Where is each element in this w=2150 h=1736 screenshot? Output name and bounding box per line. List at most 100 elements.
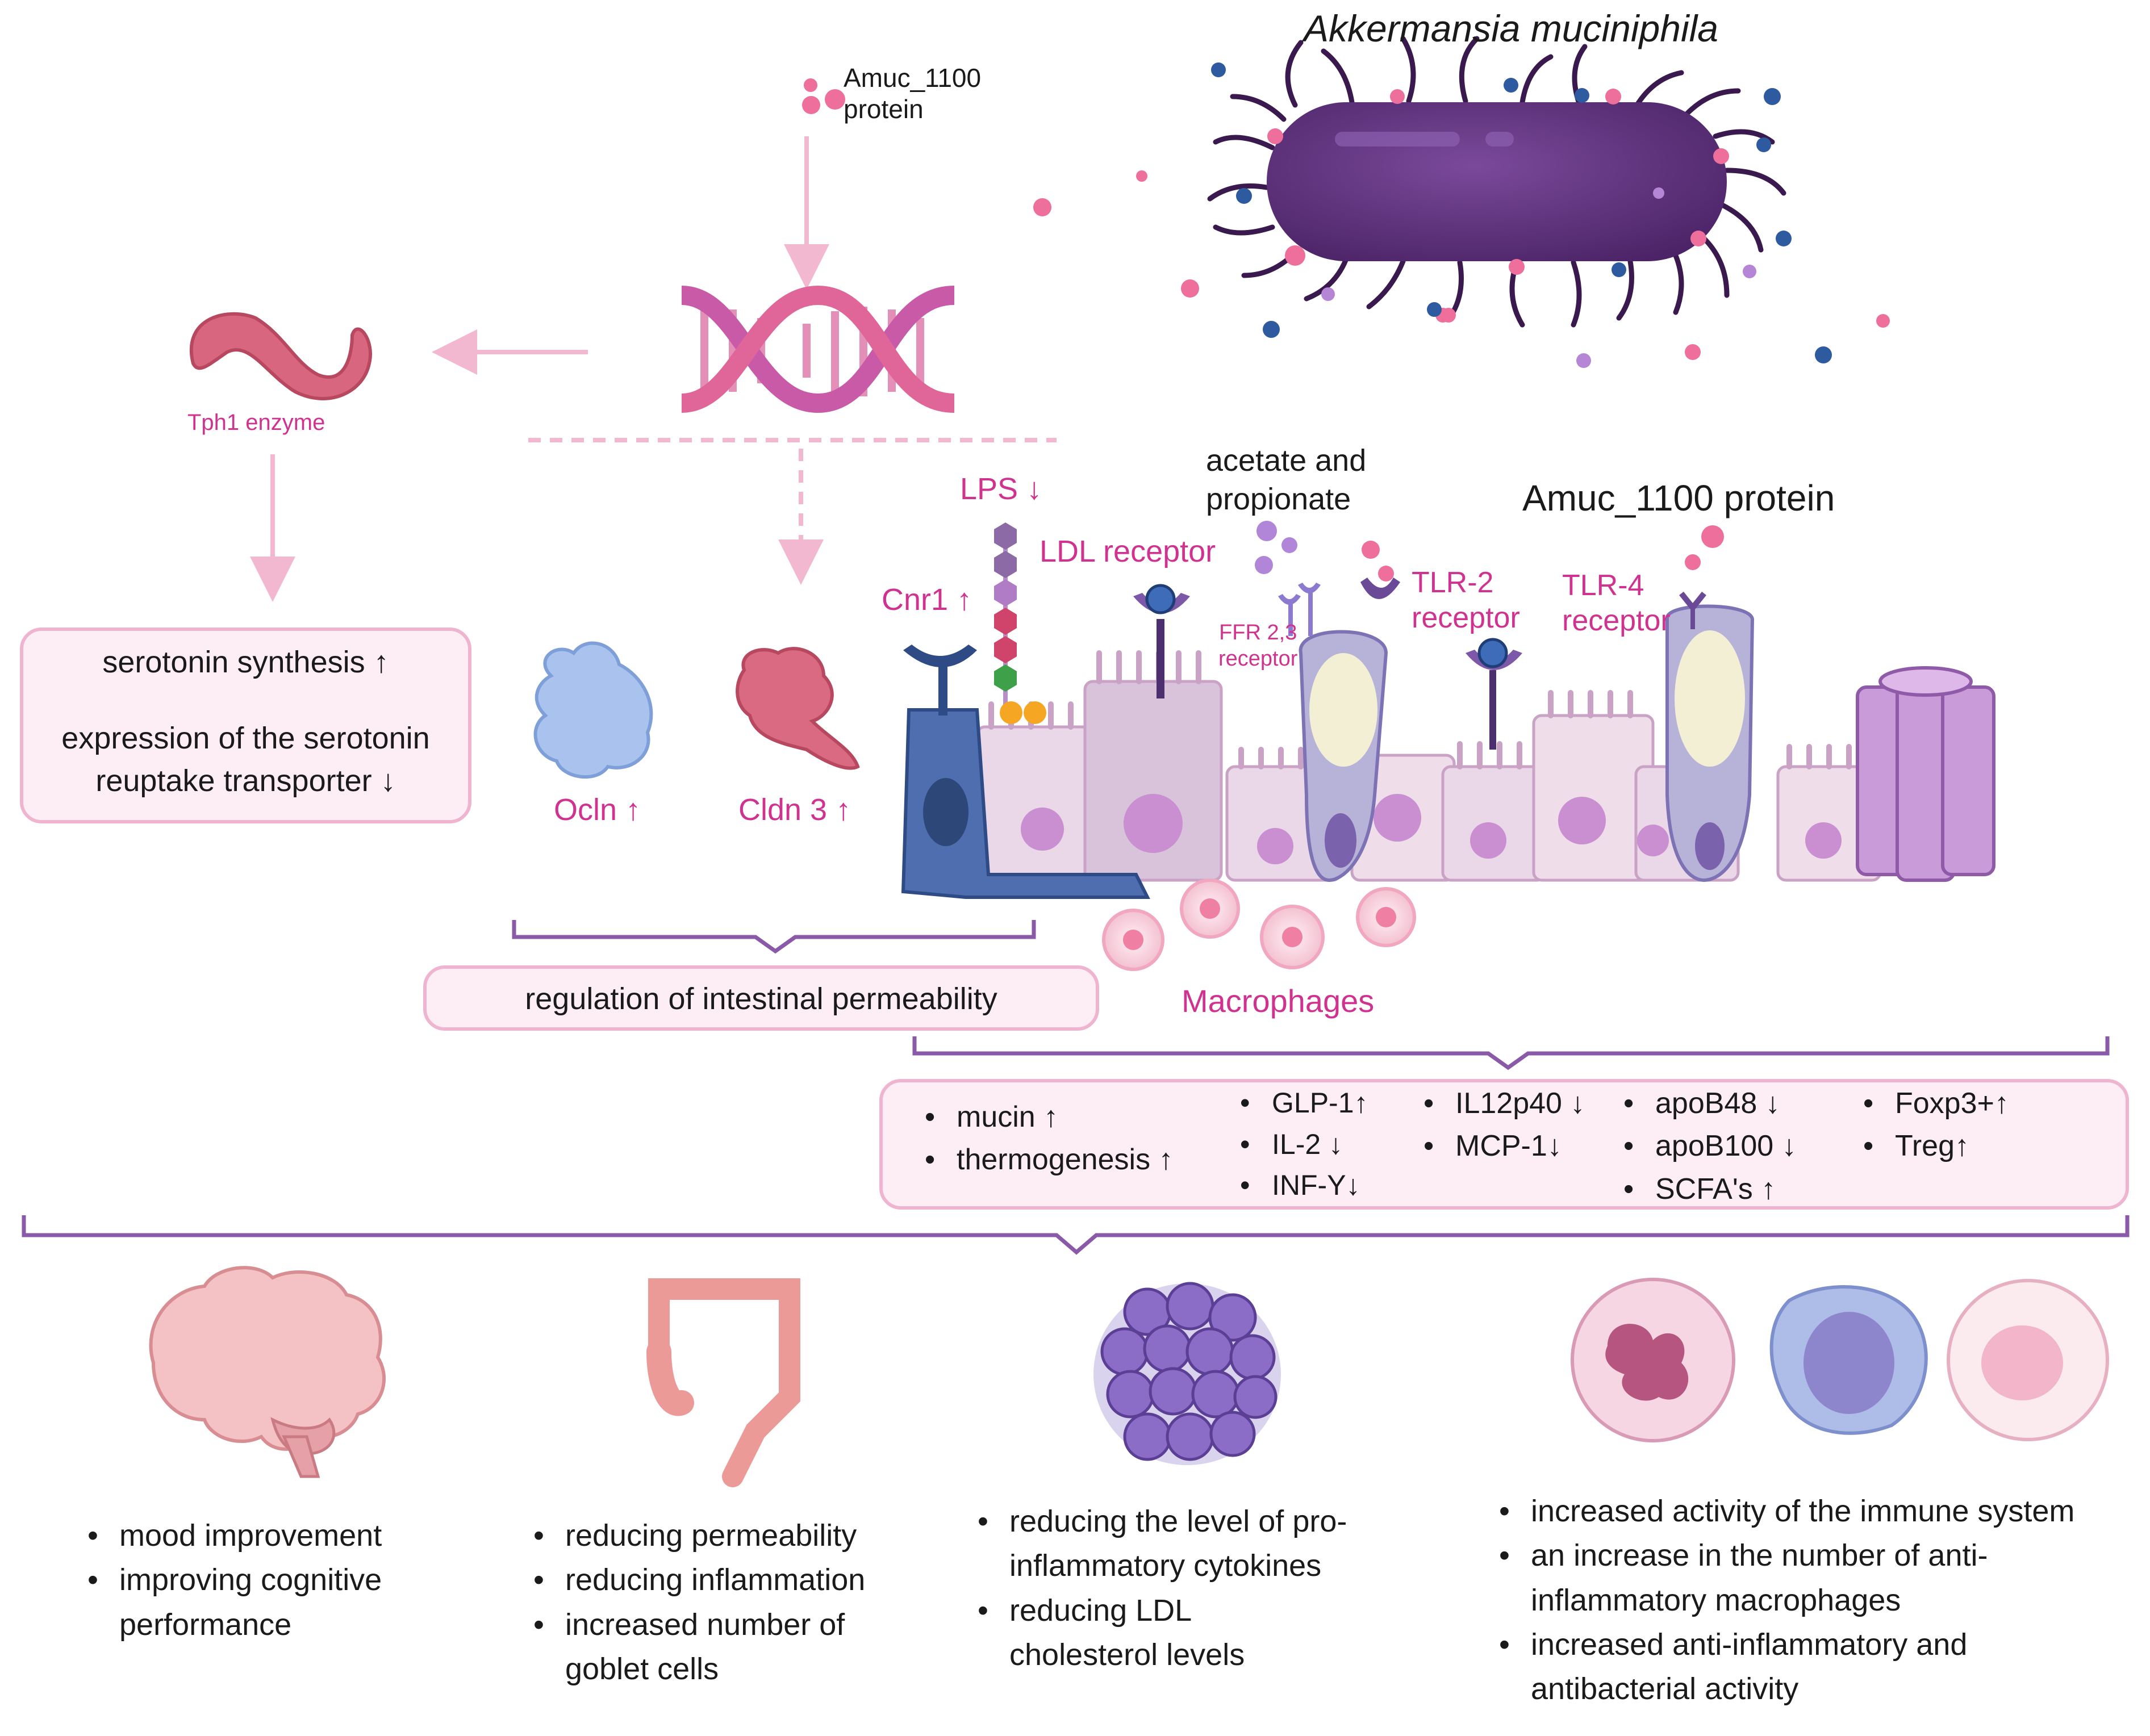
bacterium-title: Akkermansia muciniphila <box>1304 7 1718 49</box>
effect-item: IL-2 ↓ <box>1232 1124 1368 1165</box>
cldn3-protein-icon <box>736 647 860 770</box>
permeability-text: regulation of intestinal permeability <box>525 982 997 1016</box>
permeability-bracket <box>512 920 1036 954</box>
outcome-item-text: inflammatory macrophages <box>1531 1583 1901 1617</box>
effects-col3: IL12p40 ↓ MCP-1↓ <box>1416 1082 1585 1168</box>
amuc-top-line2: protein <box>844 94 924 124</box>
cnr1-label: Cnr1 ↑ <box>882 583 972 617</box>
tlr2-line1: TLR-2 <box>1412 566 1494 599</box>
tlr2-line2: receptor <box>1412 601 1520 635</box>
outcome-item-text: an increase in the number of anti- <box>1531 1538 1988 1573</box>
amuc-top-line1: Amuc_1100 <box>844 63 982 93</box>
outcome-item: reducing the level of pro-inflammatory c… <box>970 1499 1347 1588</box>
effect-item: GLP-1↑ <box>1232 1082 1368 1124</box>
outcome-item-text: improving cognitive <box>119 1563 382 1597</box>
tlr2-receptor-blue-icon <box>1466 638 1522 750</box>
outcomes-intestine: reducing permeability reducing inflammat… <box>525 1513 865 1691</box>
tlr4-receptor-icon <box>1679 525 1724 629</box>
goblet-cell-icon-2 <box>1665 604 1755 882</box>
acetate-line2: propionate <box>1206 482 1351 516</box>
outcome-item-text: performance <box>119 1607 292 1642</box>
effect-item: SCFA's ↑ <box>1615 1168 1797 1211</box>
outcome-item-text: inflammatory cytokines <box>1009 1549 1322 1583</box>
tlr2-receptor-icon <box>1360 541 1400 599</box>
outcome-item-text: reducing LDL <box>1009 1593 1192 1628</box>
goblet-cell-icon <box>1299 630 1388 882</box>
dna-icon <box>681 285 955 413</box>
effects-col5: Foxp3+↑ Treg↑ <box>1855 1082 2009 1168</box>
effects-col4: apoB48 ↓ apoB100 ↓ SCFA's ↑ <box>1615 1082 1797 1211</box>
outcome-item-text: antibacterial activity <box>1531 1672 1799 1706</box>
effects-box: mucin ↑ thermogenesis ↑ GLP-1↑ IL-2 ↓ IN… <box>879 1079 2129 1211</box>
acetate-label: acetate and propionate <box>1206 442 1366 518</box>
brain-icon <box>149 1266 386 1478</box>
effect-item: IL12p40 ↓ <box>1416 1082 1585 1126</box>
outcomes-brain: mood improvement improving cognitive perf… <box>80 1513 382 1647</box>
permeability-box: regulation of intestinal permeability <box>423 965 1099 1031</box>
lps-label: LPS ↓ <box>960 472 1042 506</box>
outcome-item: reducing inflammation <box>525 1558 865 1603</box>
ffr-line2: receptor <box>1218 646 1298 671</box>
effect-item: mucin ↑ <box>917 1096 1174 1139</box>
amuc-particles-icon <box>802 78 845 114</box>
tuft-cell-icon <box>1856 666 1995 882</box>
serotonin-line2: expression of the serotonin <box>61 721 430 755</box>
macrophage-cell-icon <box>1947 1279 2109 1441</box>
lps-chain-icon <box>994 522 1046 724</box>
ocln-label: Ocln ↑ <box>554 793 641 827</box>
cldn3-label: Cldn 3 ↑ <box>738 793 851 827</box>
monocyte-icon <box>1769 1285 1928 1435</box>
intestine-icon <box>646 1278 800 1487</box>
macrophages-label: Macrophages <box>1182 983 1375 1019</box>
outcomes-bracket <box>22 1215 2130 1255</box>
outcome-item: improving cognitive performance <box>80 1558 382 1647</box>
acetate-line1: acetate and <box>1206 444 1367 478</box>
effects-col1: mucin ↑ thermogenesis ↑ <box>917 1096 1174 1182</box>
tph1-enzyme-icon <box>190 312 372 400</box>
outcome-item-text: increased anti-inflammatory and <box>1531 1627 1968 1662</box>
outcome-item: an increase in the number of anti-inflam… <box>1491 1533 2074 1622</box>
outcome-item: increased number of goblet cells <box>525 1603 865 1692</box>
effects-col2: GLP-1↑ IL-2 ↓ INF-Y↓ <box>1232 1082 1368 1206</box>
ldl-receptor-icon <box>1133 584 1190 698</box>
neutrophil-icon <box>1571 1278 1735 1442</box>
outcome-item-text: reducing the level of pro- <box>1009 1504 1347 1538</box>
serotonin-line3: reuptake transporter ↓ <box>95 764 396 798</box>
tlr4-line2: receptor <box>1562 604 1671 638</box>
effect-item: Treg↑ <box>1855 1125 2009 1168</box>
effects-bracket <box>912 1036 2110 1070</box>
outcome-item: reducing permeability <box>525 1513 865 1558</box>
outcome-item-text: goblet cells <box>565 1651 719 1686</box>
effect-item: thermogenesis ↑ <box>917 1139 1174 1182</box>
outcome-item-text: increased number of <box>565 1607 845 1642</box>
tlr4-label: TLR-4 receptor <box>1562 568 1671 639</box>
macrophage-icon <box>1102 879 1416 971</box>
effect-item: INF-Y↓ <box>1232 1165 1368 1206</box>
amuc-top-label: Amuc_1100 protein <box>844 62 981 125</box>
outcome-item: increased activity of the immune system <box>1491 1489 2074 1534</box>
outcome-item-text: cholesterol levels <box>1009 1637 1245 1672</box>
outcome-item: mood improvement <box>80 1513 382 1558</box>
serotonin-line1: serotonin synthesis ↑ <box>102 645 389 679</box>
tlr4-line1: TLR-4 <box>1562 569 1644 602</box>
tlr2-label: TLR-2 receptor <box>1412 565 1520 636</box>
outcome-item: increased anti-inflammatory and antibacte… <box>1491 1622 2074 1712</box>
effect-item: apoB100 ↓ <box>1615 1125 1797 1168</box>
effect-item: MCP-1↓ <box>1416 1125 1585 1168</box>
amuc-protein-label: Amuc_1100 protein <box>1522 478 1835 518</box>
bacterium-icon <box>1033 36 1890 368</box>
outcome-item: reducing LDL cholesterol levels <box>970 1588 1347 1678</box>
epithelium-icon <box>901 521 1995 899</box>
outcomes-adipose: reducing the level of pro-inflammatory c… <box>970 1499 1347 1677</box>
ffr-label: FFR 2,3 receptor <box>1218 620 1297 672</box>
ocln-protein-icon <box>533 641 653 779</box>
serotonin-box: serotonin synthesis ↑ expression of the … <box>20 628 471 823</box>
tph1-label: Tph1 enzyme <box>187 410 325 435</box>
adipose-tissue-icon <box>1093 1282 1281 1465</box>
ffr-line1: FFR 2,3 <box>1219 621 1297 645</box>
effect-item: Foxp3+↑ <box>1855 1082 2009 1126</box>
effect-item: apoB48 ↓ <box>1615 1082 1797 1126</box>
ldl-receptor-label: LDL receptor <box>1039 534 1216 568</box>
